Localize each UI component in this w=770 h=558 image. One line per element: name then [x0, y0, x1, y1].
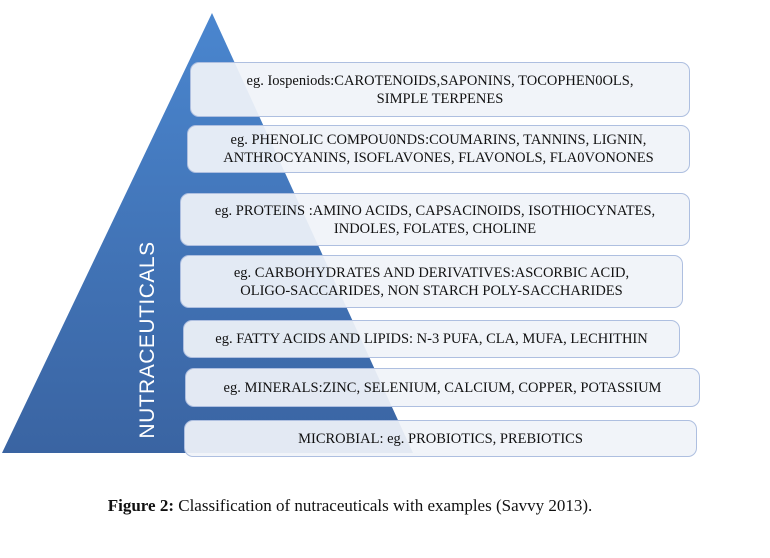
tier-line: ANTHROCYANINS, ISOFLAVONES, FLAVONOLS, F…: [223, 150, 654, 166]
tier-line: eg. Iospeniods:CAROTENOIDS,SAPONINS, TOC…: [246, 72, 634, 89]
figure-caption: Figure 2: Classification of nutraceutica…: [0, 496, 700, 516]
tier-line: eg. MINERALS:ZINC, SELENIUM, CALCIUM, CO…: [223, 379, 662, 396]
caption-label: Figure 2:: [107, 496, 174, 515]
tier-phenolic-compounds: eg. PHENOLIC COMPOU0NDS:COUMARINS, TANNI…: [187, 125, 690, 173]
tier-line: SIMPLE TERPENES: [376, 90, 504, 107]
tier-line: MICROBIAL: eg. PROBIOTICS, PREBIOTICS: [298, 430, 583, 447]
pyramid-label: NUTRACEUTICALS: [136, 241, 159, 439]
caption-text: Classification of nutraceuticals with ex…: [173, 496, 593, 515]
tier-carbohydrates: eg. CARBOHYDRATES AND DERIVATIVES:ASCORB…: [180, 255, 683, 308]
tier-line: OLIGO-SACCARIDES, NON STARCH POLY-SACCHA…: [240, 282, 623, 299]
tier-isoprenoids: eg. Iospeniods:CAROTENOIDS,SAPONINS, TOC…: [190, 62, 690, 117]
tier-line: eg. FATTY ACIDS AND LIPIDS: N-3 PUFA, CL…: [215, 331, 648, 347]
tier-line: eg. PROTEINS :AMINO ACIDS, CAPSACINOIDS,…: [214, 202, 656, 219]
tier-fatty-acids: eg. FATTY ACIDS AND LIPIDS: N-3 PUFA, CL…: [183, 320, 680, 358]
tier-line: eg. PHENOLIC COMPOU0NDS:COUMARINS, TANNI…: [230, 132, 647, 148]
tier-microbial: MICROBIAL: eg. PROBIOTICS, PREBIOTICS: [184, 420, 697, 457]
tier-proteins: eg. PROTEINS :AMINO ACIDS, CAPSACINOIDS,…: [180, 193, 690, 246]
tier-minerals: eg. MINERALS:ZINC, SELENIUM, CALCIUM, CO…: [185, 368, 700, 407]
tier-line: eg. CARBOHYDRATES AND DERIVATIVES:ASCORB…: [233, 264, 630, 281]
tier-line: INDOLES, FOLATES, CHOLINE: [333, 220, 537, 237]
